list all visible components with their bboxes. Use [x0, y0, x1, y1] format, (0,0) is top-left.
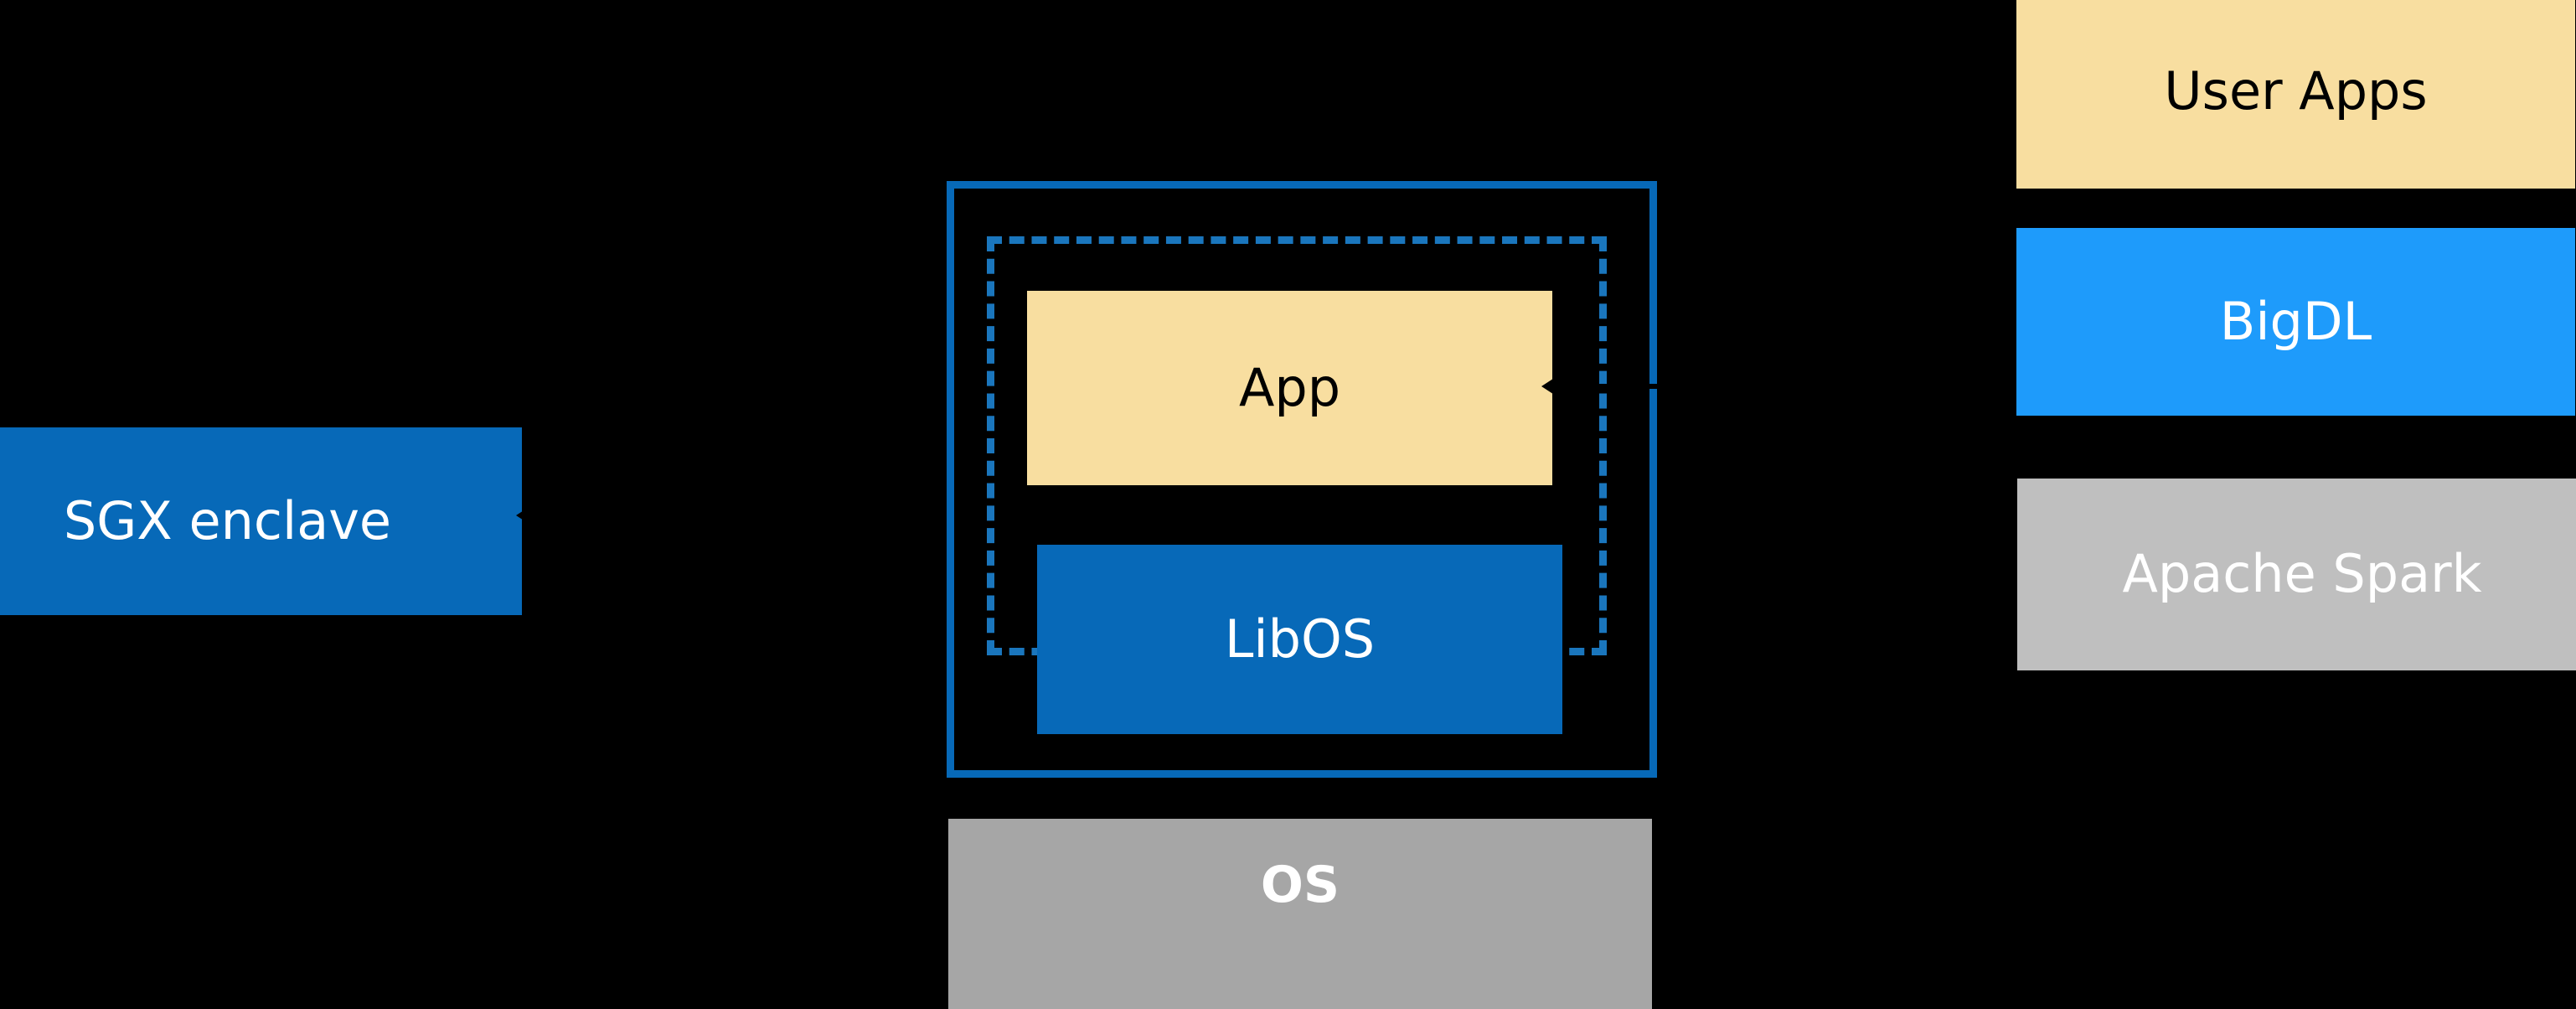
- os-box: OS: [948, 819, 1652, 1009]
- bigdl-box: BigDL: [2016, 228, 2575, 416]
- apache-spark-box: Apache Spark: [2017, 479, 2576, 670]
- arrow-head-app-icon: [1541, 375, 1558, 397]
- apache-spark-label: Apache Spark: [2122, 543, 2482, 605]
- app-box: App: [1027, 291, 1552, 485]
- enclave-outline-solid: [947, 181, 1657, 778]
- user-apps-label: User Apps: [2164, 60, 2428, 122]
- sgx-enclave-label: SGX enclave: [63, 489, 392, 551]
- app-label: App: [1238, 356, 1341, 418]
- connector-app-line: [1558, 384, 2002, 389]
- libos-label: LibOS: [1224, 608, 1376, 670]
- arrow-head-sgx-icon: [516, 504, 533, 526]
- connector-sgx-line: [533, 513, 927, 518]
- user-apps-box: User Apps: [2016, 0, 2575, 189]
- bigdl-label: BigDL: [2219, 290, 2372, 352]
- libos-box: LibOS: [1037, 545, 1562, 734]
- os-label: OS: [1260, 856, 1340, 914]
- sgx-enclave-box: SGX enclave: [0, 427, 522, 615]
